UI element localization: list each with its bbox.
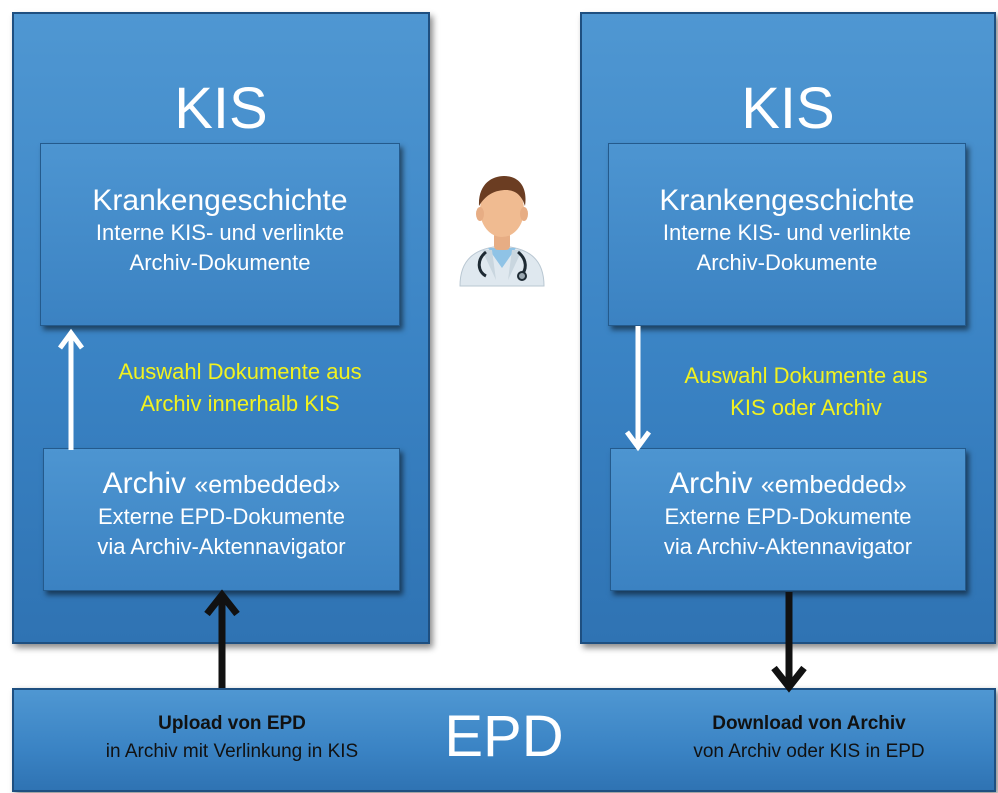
left-history-line1: Interne KIS- und verlinkte [95,220,345,245]
right-archive-title-tag: «embedded» [760,471,907,499]
left-archive-box: Archiv «embedded» Externe EPD-Dokumente … [43,448,400,591]
left-archive-line2: via Archiv-Aktennavigator [97,534,346,559]
epd-title: EPD [444,704,564,769]
doctor-icon [459,176,545,287]
right-selection-text: Auswahl Dokumente aus KIS oder Archiv [648,360,964,424]
upload-text: in Archiv mit Verlinkung in KIS [105,741,359,762]
right-selection-line2: KIS oder Archiv [730,395,882,420]
right-archive-title: Archiv «embedded» [611,467,965,502]
upload-arrow-up [204,589,240,688]
left-archive-title-tag: «embedded» [194,471,341,499]
left-history-line2: Archiv-Dokumente [129,250,311,275]
right-archive-box: Archiv «embedded» Externe EPD-Dokumente … [610,448,966,591]
right-selection-line1: Auswahl Dokumente aus [684,363,928,388]
left-kis-title: KIS [174,76,268,141]
download-note: Download von Archiv von Archiv oder KIS … [644,710,974,766]
left-archive-title-main: Archiv [102,467,195,500]
right-history-title: Krankengeschichte [659,184,915,217]
download-arrow-down [771,592,807,693]
left-selection-text: Auswahl Dokumente aus Archiv innerhalb K… [85,356,395,420]
left-history-box: Krankengeschichte Interne KIS- und verli… [40,143,400,326]
download-text: von Archiv oder KIS in EPD [693,741,925,762]
left-archive-title: Archiv «embedded» [44,467,399,502]
right-archive-title-main: Archiv [669,467,761,500]
download-heading: Download von Archiv [712,713,906,734]
upload-note: Upload von EPD in Archiv mit Verlinkung … [62,710,402,766]
upload-heading: Upload von EPD [158,713,306,734]
right-selection-arrow-down [624,326,652,452]
left-history-title: Krankengeschichte [92,184,348,217]
right-archive-line1: Externe EPD-Dokumente [664,504,912,529]
right-history-line1: Interne KIS- und verlinkte [662,220,912,245]
left-selection-line2: Archiv innerhalb KIS [140,391,340,416]
right-archive-line2: via Archiv-Aktennavigator [663,534,913,559]
left-archive-line1: Externe EPD-Dokumente [98,504,345,529]
left-selection-arrow-up [57,328,85,450]
epd-bar: EPD Upload von EPD in Archiv mit Verlink… [12,688,996,792]
right-kis-title: KIS [741,76,835,141]
right-history-box: Krankengeschichte Interne KIS- und verli… [608,143,966,326]
left-selection-line1: Auswahl Dokumente aus [118,359,362,384]
right-history-line2: Archiv-Dokumente [696,250,878,275]
